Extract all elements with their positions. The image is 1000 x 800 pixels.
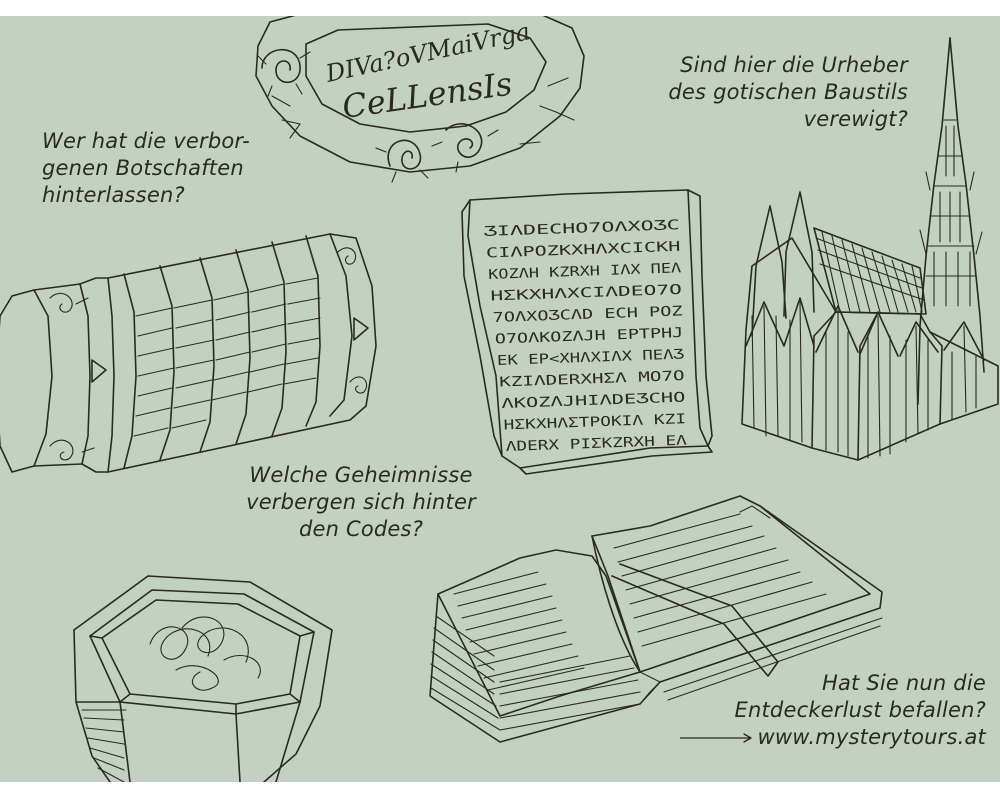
code-tablet-line: ΛKOZΛJHIΛDEƷCHO [501,390,685,412]
code-tablet-line: ΛDERX PIΣKZRXH EΛ [506,433,687,455]
question-line: Wer hat die verbor- [42,129,250,153]
code-tablet-line: KZIΛDERXHΣΛ MO7O [499,368,685,390]
question-line: Entdeckerlust befallen? [734,698,986,722]
cryptex-illustration [0,233,377,473]
code-tablet-line: HΣKXHΛΣTPOKIΛ KZI [503,411,686,433]
cathedral-illustration [741,37,999,461]
question-line: genen Botschaften [42,156,244,180]
question-line: verbergen sich hinter [246,490,476,514]
ring-illustration [73,575,333,782]
code-tablet-line: EK EP<XHΛXIΛX ΠEΛƷ [497,346,684,369]
question-line: Hat Sie nun die [821,671,986,695]
code-tablet-line: KOZΛH KZRXH IΛX ΠEΛ [488,260,681,283]
website-link[interactable]: www.mysterytours.at [757,725,986,749]
code-tablet-line: 7OΛXOƷCΛD ECH POZ [492,303,682,326]
website-row[interactable]: www.mysterytours.at [679,724,986,751]
code-tablet-line: HΣKXHΛXCIΛDEO7O [490,282,682,305]
illustrations: DIVa?oVMaiVrga CeLLensIs [0,16,999,782]
question-gothic-builders: Sind hier die Urheber des gotischen Baus… [640,52,908,133]
arrow-right-icon [679,732,752,743]
code-tablet-line: CIΛPOZKXHΛXCICKH [486,239,681,262]
code-tablet-line: O7OΛKOZΛJH EPTPHJ [495,325,684,348]
question-code-secrets: Welche Geheimnisse verbergen sich hinter… [232,462,490,543]
poster: DIVa?oVMaiVrga CeLLensIs [0,16,1000,782]
question-line: den Codes? [298,517,424,541]
question-line: verewigt? [803,107,908,131]
call-to-action: Hat Sie nun die Entdeckerlust befallen? … [679,670,986,751]
seal-illustration: DIVa?oVMaiVrga CeLLensIs [255,16,585,183]
book-illustration [429,495,883,743]
question-hidden-messages: Wer hat die verbor- genen Botschaften hi… [42,128,250,209]
question-line: hinterlassen? [42,183,185,207]
code-tablet-line: ƷIΛDECHO7OΛXOƷC [484,217,680,240]
question-line: des gotischen Baustils [668,80,908,104]
question-line: Welche Geheimnisse [249,463,473,487]
question-line: Sind hier die Urheber [680,53,908,77]
